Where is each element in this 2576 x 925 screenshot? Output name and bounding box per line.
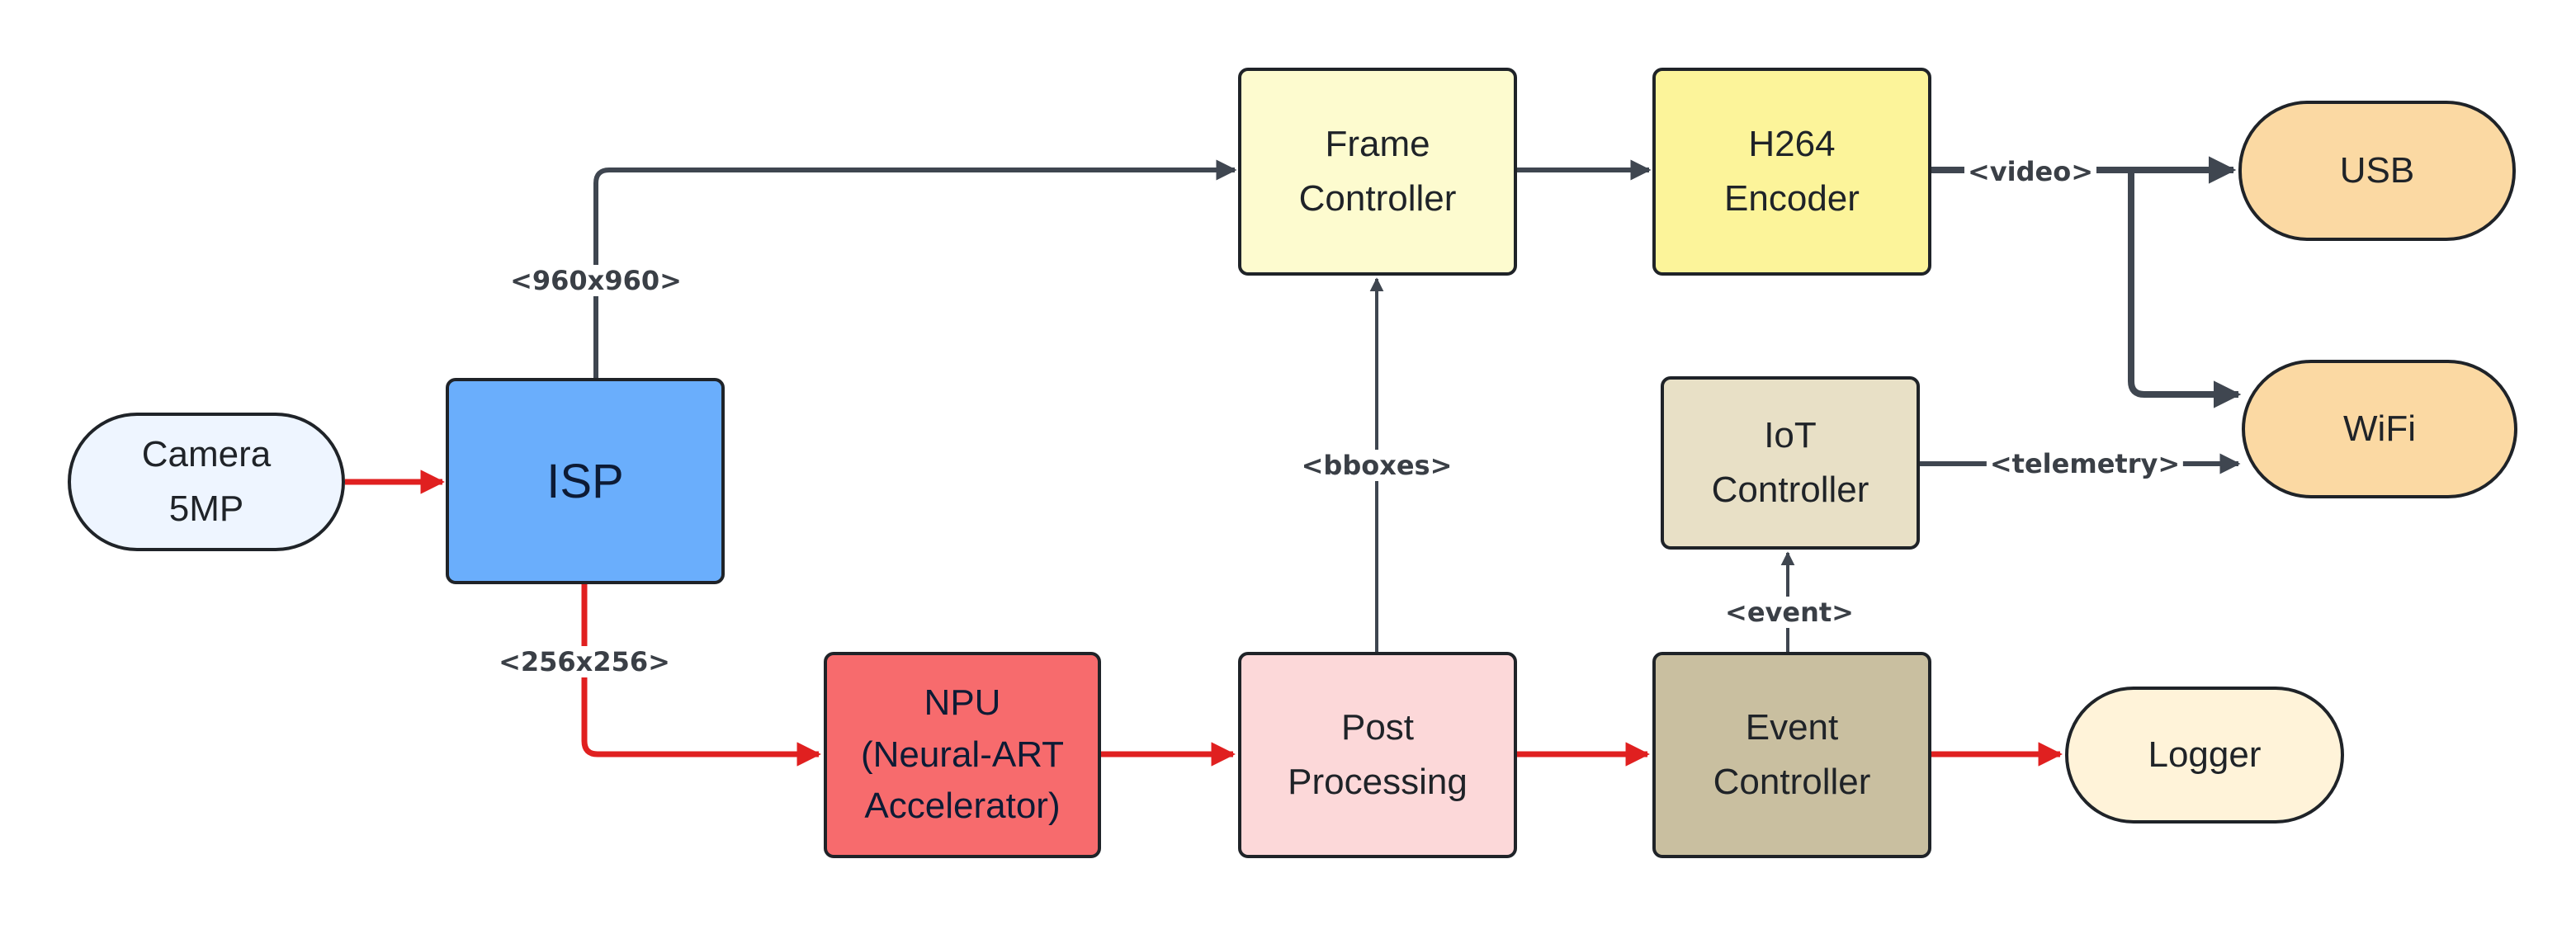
- edge-label-event: <event>: [1722, 597, 1857, 628]
- camera-label: Camera 5MP: [141, 434, 272, 529]
- wifi-label: WiFi: [2343, 408, 2416, 449]
- frame-controller-node: Frame Controller: [1238, 68, 1517, 276]
- iot-controller-label: IoT Controller: [1711, 415, 1869, 510]
- wifi-node: WiFi: [2242, 360, 2517, 498]
- post-processing-label: Post Processing: [1288, 707, 1468, 802]
- post-processing-node: Post Processing: [1238, 652, 1517, 858]
- edge-label-video: <video>: [1964, 156, 2097, 187]
- edge-isp-to-frame-controller: [593, 159, 1237, 378]
- iot-controller-node: IoT Controller: [1661, 376, 1920, 550]
- isp-label: ISP: [546, 454, 624, 508]
- edge-label-256x256: <256x256>: [495, 646, 674, 677]
- event-controller-label: Event Controller: [1713, 707, 1871, 802]
- edge-h264-to-wifi: [2128, 170, 2242, 408]
- logger-node: Logger: [2065, 687, 2344, 824]
- logger-label: Logger: [2148, 734, 2262, 775]
- isp-node: ISP: [446, 378, 725, 584]
- edge-label-960x960: <960x960>: [507, 265, 685, 296]
- npu-label: NPU (Neural-ART Accelerator): [860, 682, 1065, 827]
- h264-encoder-node: H264 Encoder: [1652, 68, 1931, 276]
- npu-node: NPU (Neural-ART Accelerator): [824, 652, 1101, 858]
- edge-isp-to-npu: [581, 584, 821, 767]
- edge-label-bboxes: <bboxes>: [1297, 450, 1456, 481]
- frame-controller-label: Frame Controller: [1298, 124, 1457, 219]
- usb-label: USB: [2339, 150, 2415, 191]
- edge-label-telemetry: <telemetry>: [1986, 448, 2184, 479]
- camera-node: Camera 5MP: [68, 413, 345, 551]
- event-controller-node: Event Controller: [1652, 652, 1931, 858]
- usb-node: USB: [2238, 101, 2516, 241]
- h264-encoder-label: H264 Encoder: [1724, 124, 1860, 219]
